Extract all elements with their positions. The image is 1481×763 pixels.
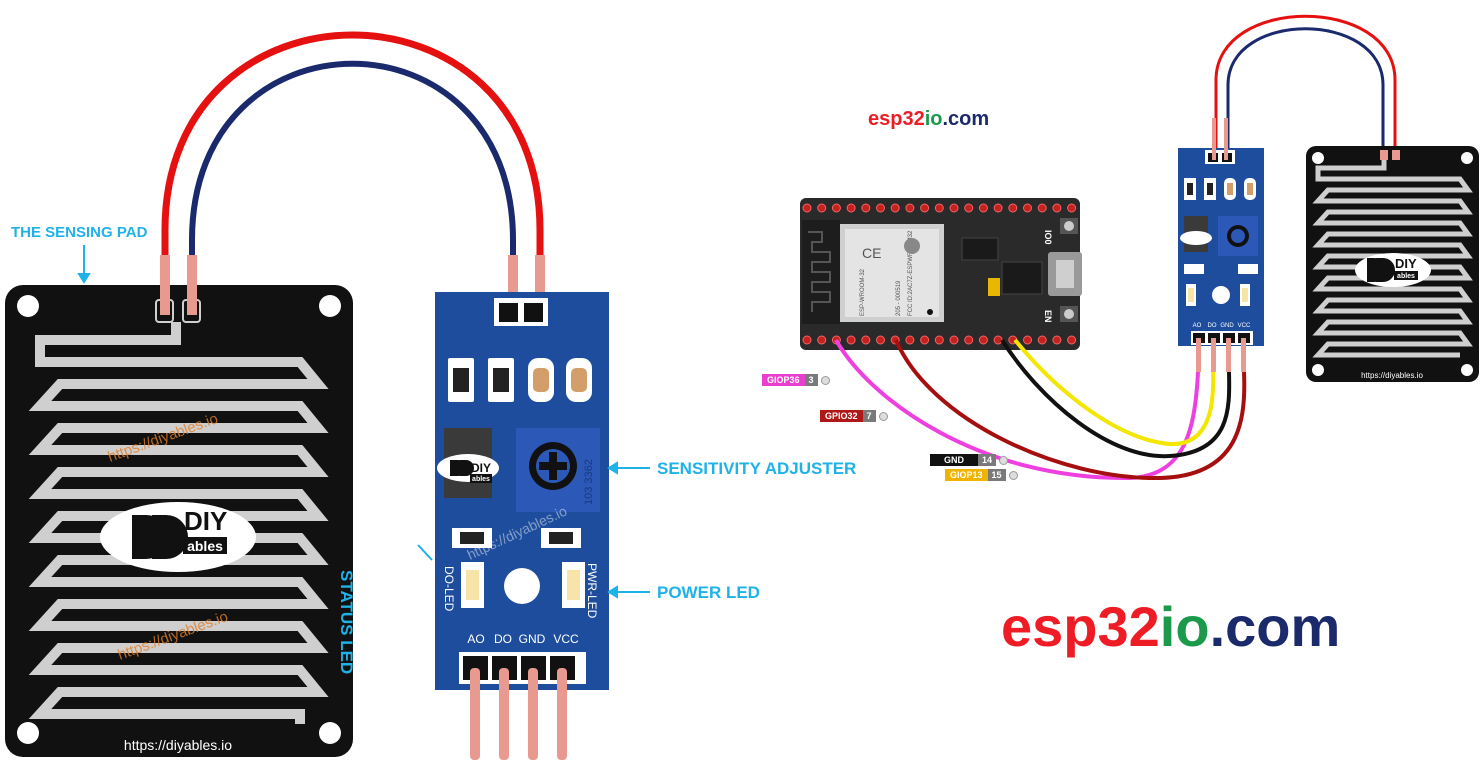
esp32-header-pin [1008,203,1018,213]
sensing-pad-label: THE SENSING PAD [11,224,148,241]
esp32-header-pin [993,335,1003,345]
esp32-header-pin [934,203,944,213]
brand-small: esp32io.com [868,108,989,131]
pad-logo-main: DIY [184,506,227,536]
annotation-arrows [77,245,650,599]
esp32-header-pin [861,203,871,213]
pin-label-giop13-dot [1008,470,1018,480]
sensitivity-adjuster-label: SENSITIVITY ADJUSTER [657,459,857,478]
do-led-label: DO-LED [442,566,456,612]
brand-large: esp32io.com [1001,594,1340,659]
esp32-header-pin [964,203,974,213]
brand-small-prefix: esp32 [868,108,925,130]
esp32-header-pin [1037,203,1047,213]
small-pad-url: https://diyables.io [1361,371,1423,380]
pwr-led-label: PWR-LED [585,563,599,619]
pin-label-giop36-name: GIOP36 [762,374,805,386]
esp32-header-pin [861,335,871,345]
esp32-header-pin [905,203,915,213]
power-led-label: POWER LED [657,583,760,602]
small-pin-gnd: GND [1220,323,1234,329]
pin-label-giop13-num: 15 [987,469,1006,481]
pin-label-vcc: VCC [553,632,579,646]
esp32-header-pin [802,203,812,213]
esp32-wires [834,338,1247,481]
pad-to-module-wires [160,31,545,317]
esp-module-text-3: FCC ID:2AC7Z-ESPWROOM32 [908,230,914,316]
pin-label-gpio32-name: GPIO32 [820,410,863,422]
small-pin-do: DO [1208,323,1217,329]
esp-module-text-1: ESP-WROOM-32 [860,268,866,316]
pin-label-gnd: GND [519,632,546,646]
esp32-board: ESP-WROOM-32 205 - 000519 FCC ID:2AC7Z-E… [800,198,1082,350]
pin-label-gnd-name: GND [930,454,978,466]
small-sensing-pad: DIY ables https://diyables.io [1306,146,1479,382]
pin-label-ao: AO [467,632,484,646]
status-led-label: STATUS LED [337,570,356,675]
brand-small-suffix: .com [942,108,990,130]
pin-label-gpio32-dot [878,411,888,421]
esp32-header-pin [876,335,885,345]
small-sensor-module: AO DO GND VCC [1178,14,1397,372]
esp32-header-pin [890,203,900,213]
esp32-header-pin [934,335,944,345]
svg-text:CE: CE [862,245,881,261]
esp32-header-pin [817,203,827,213]
esp32-header-pin [846,203,856,213]
brand-small-mid: io [924,108,943,130]
pad-logo-sub: ables [187,538,223,554]
esp-en-label: EN [1043,310,1053,323]
esp32-header-pin [1023,203,1032,213]
pin-label-gnd-num: 14 [978,454,997,466]
pin-label-gpio32-num: 7 [862,410,876,422]
esp32-header-pin [1067,203,1077,213]
pin-label-giop36-dot [820,375,830,385]
small-pin-vcc: VCC [1238,323,1251,329]
esp32-header-pin [920,203,930,213]
esp32-header-pin [1052,203,1062,213]
esp32-header-pin [905,335,915,345]
pad-url: https://diyables.io [124,737,232,753]
module-logo-main: DIY [471,461,491,475]
esp32-header-pin [1052,335,1062,345]
small-pin-ao: AO [1193,323,1202,329]
esp32-header-pin [817,335,827,345]
esp32-header-pin [876,203,885,213]
brand-large-suffix: .com [1209,595,1341,658]
pot-text: 103 3362 [583,459,595,505]
pin-label-do: DO [494,632,512,646]
esp32-header-pin [978,335,988,345]
esp32-header-pin [1067,335,1077,345]
esp32-header-pin [1023,335,1032,345]
esp32-header-pin [949,335,959,345]
esp32-header-pin [949,203,959,213]
small-pad-logo-main: DIY [1395,256,1417,271]
esp32-header-pin [831,203,841,213]
brand-large-prefix: esp32 [1001,595,1160,658]
esp32-header-pin [978,203,988,213]
sensor-module: DIY ables 103 3362 https://diyables.io D… [435,292,609,760]
esp32-header-pin [993,203,1003,213]
esp-module-text-2: 205 - 000519 [896,280,902,316]
esp32-header-pin [802,335,812,345]
esp32-header-pin [920,335,930,345]
brand-large-mid: io [1159,595,1210,658]
small-pad-logo-sub: ables [1397,273,1415,280]
module-logo-sub: ables [472,476,490,483]
esp32-header-pin [1037,335,1047,345]
pin-label-giop36-num: 3 [804,374,818,386]
esp-io0-label: IO0 [1043,230,1053,245]
pin-label-giop13-name: GIOP13 [945,469,988,481]
esp32-header-pin [846,335,856,345]
pin-label-gnd-dot [999,455,1009,465]
esp32-header-pin [964,335,974,345]
sensing-pad: DIY ables https://diyables.io https://di… [5,285,353,757]
